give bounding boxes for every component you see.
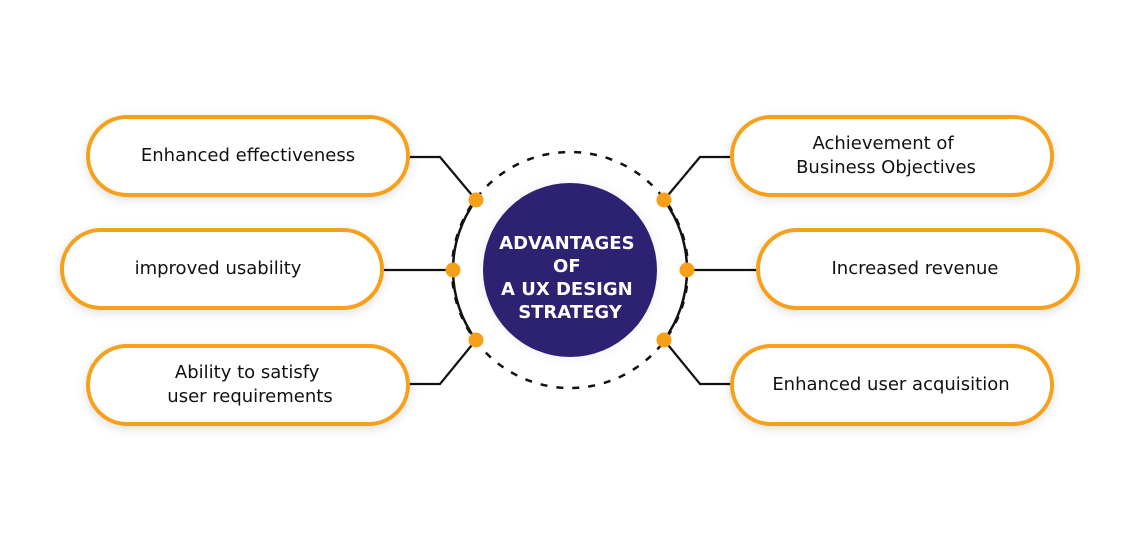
label-improved-usability: improved usability xyxy=(135,258,302,279)
pill-improved-usability xyxy=(60,228,384,310)
pill-enhanced-effectiveness xyxy=(86,115,410,197)
label-satisfy-requirements: Ability to satisfy user requirements xyxy=(167,362,332,407)
label-enhanced-effectiveness: Enhanced effectiveness xyxy=(141,145,355,166)
center-circle xyxy=(483,183,657,357)
pill-business-objectives xyxy=(730,115,1054,197)
label-user-acquisition: Enhanced user acquisition xyxy=(772,374,1009,395)
label-business-objectives: Achievement of Business Objectives xyxy=(796,133,976,178)
label-increased-revenue: Increased revenue xyxy=(831,258,998,279)
connector-lines xyxy=(382,155,758,386)
pill-satisfy-requirements xyxy=(86,344,410,426)
center-title: ADVANTAGES OF A UX DESIGN STRATEGY xyxy=(499,233,641,323)
pill-user-acquisition xyxy=(730,344,1054,426)
connector-dots xyxy=(445,192,695,348)
pill-increased-revenue xyxy=(756,228,1080,310)
